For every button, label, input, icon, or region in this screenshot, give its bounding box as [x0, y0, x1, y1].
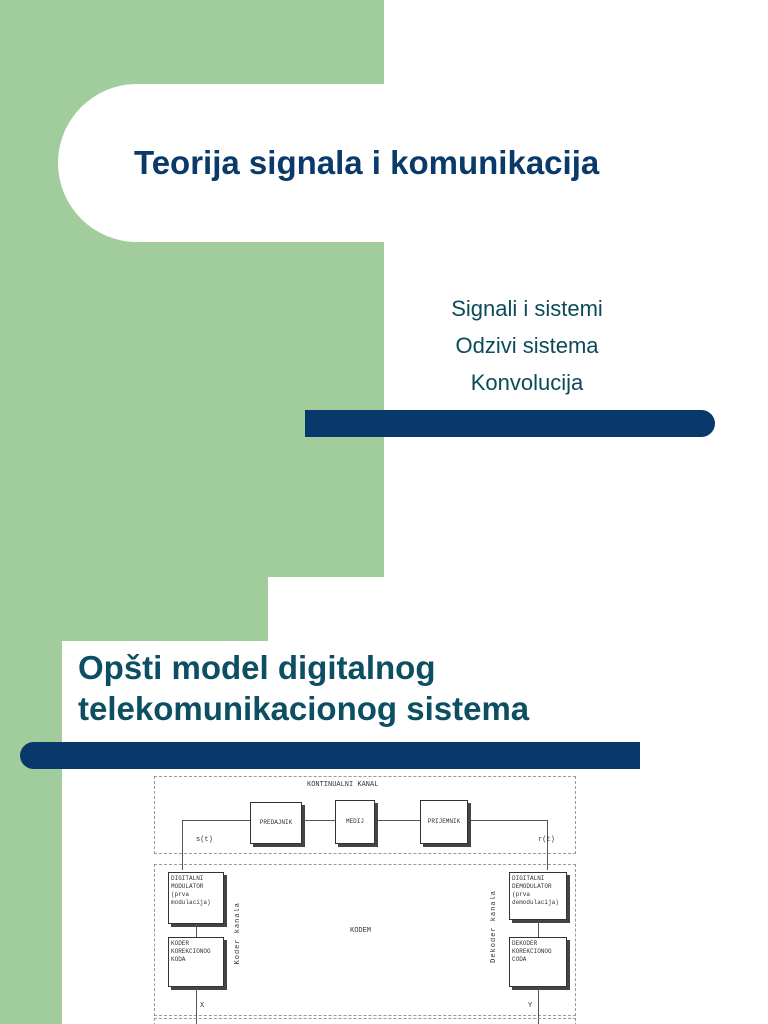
- subtitle-item: Konvolucija: [470, 370, 584, 395]
- signal-line: [196, 987, 197, 1024]
- slide-1-title: Teorija signala i komunikacija: [134, 144, 600, 181]
- demodulator-block: DIGITALNI DEMODULATOR (prva demodulacija…: [509, 872, 567, 920]
- receiver-block: PRIJEMNIK: [420, 800, 468, 844]
- signal-r-label: r(t): [538, 836, 555, 844]
- subtitle-item: Odzivi sistema: [455, 333, 599, 358]
- channel-coder-block: KODER KOREKCIONOG KODA: [168, 937, 224, 987]
- slide-2-title-line: telekomunikacionog sistema: [78, 690, 530, 727]
- signal-line: [547, 820, 548, 870]
- signal-x-label: X: [200, 1002, 205, 1010]
- signal-y-label: Y: [528, 1002, 533, 1010]
- transmitter-block: PREDAJNIK: [250, 802, 302, 844]
- channel-decoder-block: DEKODER KOREKCIONOG CODA: [509, 937, 567, 987]
- accent-bar: [305, 410, 715, 437]
- continuous-channel-box: [154, 776, 576, 854]
- kodem-label: KODEM: [350, 927, 372, 935]
- signal-s-label: s(t): [196, 836, 213, 844]
- green-panel-side: [0, 641, 62, 1024]
- signal-line: [182, 820, 183, 870]
- signal-line: [196, 924, 197, 937]
- accent-bar: [20, 742, 640, 769]
- signal-line: [374, 820, 421, 821]
- subtitle-item: Signali i sistemi: [451, 296, 603, 321]
- signal-line: [182, 820, 252, 821]
- green-panel-top: [0, 577, 268, 641]
- system-diagram: KONTINUALNI KANAL PREDAJNIK MEDIJ PRIJEM…: [152, 772, 577, 1024]
- signal-line: [538, 920, 539, 937]
- slide-2-title: Opšti model digitalnog telekomunikaciono…: [78, 647, 718, 729]
- bottom-box: [154, 1018, 576, 1024]
- signal-line: [302, 820, 342, 821]
- slide-2-title-line: Opšti model digitalnog: [78, 649, 436, 686]
- channel-decoder-side-label: Dekoder kanala: [490, 890, 498, 963]
- slide-2: Opšti model digitalnog telekomunikaciono…: [0, 577, 768, 1024]
- continuous-channel-label: KONTINUALNI KANAL: [307, 781, 379, 789]
- medium-block: MEDIJ: [335, 800, 375, 844]
- signal-line: [467, 820, 547, 821]
- subtitle-list: Signali i sistemi Odzivi sistema Konvolu…: [384, 290, 670, 401]
- title-pill: Teorija signala i komunikacija: [58, 84, 768, 242]
- kodem-box: [154, 864, 576, 1016]
- modulator-block: DIGITALNI MODULATOR (prva modulacija): [168, 872, 224, 924]
- slide-1: Teorija signala i komunikacija Signali i…: [0, 0, 768, 577]
- channel-coder-side-label: Koder kanala: [234, 902, 242, 965]
- signal-line: [538, 987, 539, 1024]
